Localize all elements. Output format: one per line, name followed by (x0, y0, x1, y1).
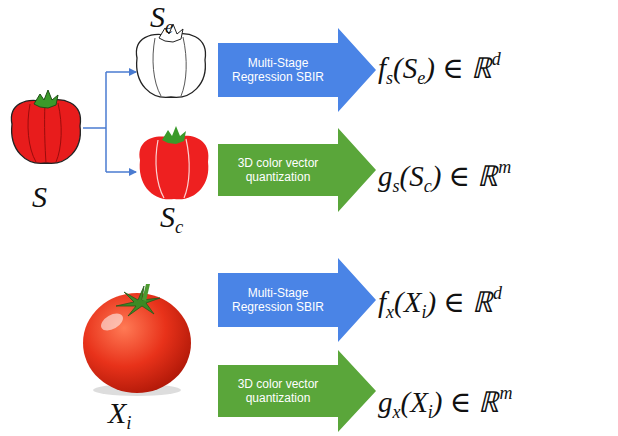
math-expression: S (32, 180, 47, 213)
math-symbol: S (150, 0, 165, 33)
math-symbol: ) ∈ ℝ (432, 160, 499, 192)
step-label: Multi-Stage Regression SBIR (218, 286, 338, 315)
math-symbol: (X (394, 286, 421, 318)
arrow-outline (218, 350, 376, 432)
math-subscript: s (386, 68, 393, 88)
tomato-photo (83, 284, 191, 396)
arrow-outline (218, 258, 376, 342)
math-symbol: X (108, 396, 126, 429)
arrow-outline (218, 28, 376, 112)
branch-arrows (83, 72, 136, 172)
math-symbol: S (160, 200, 175, 233)
math-expression: Se (150, 0, 173, 37)
math-subscript: s (393, 176, 400, 196)
math-symbol: ) ∈ ℝ (426, 286, 493, 318)
arrow-text-box: Multi-Stage Regression SBIR (218, 273, 338, 327)
arrow-step: Multi-Stage Regression SBIR (218, 28, 376, 112)
math-symbol: (X (400, 386, 427, 418)
math-symbol: f (378, 286, 386, 318)
arrow-text-box: 3D color vector quantization (218, 144, 338, 196)
math-symbol: (S (400, 160, 424, 192)
sketch-colour-only (139, 126, 208, 199)
math-expression: fx(Xi) ∈ ℝd (378, 284, 502, 323)
sketch-colour (11, 90, 80, 163)
math-symbol: f (378, 52, 386, 84)
step-label: Multi-Stage Regression SBIR (218, 56, 338, 85)
math-subscript: x (393, 402, 401, 422)
math-subscript: e (417, 68, 425, 88)
math-expression: Xi (108, 396, 132, 433)
math-subscript: i (126, 412, 131, 433)
arrow-step: Multi-Stage Regression SBIR (218, 258, 376, 342)
math-expression: gs(Sc) ∈ ℝm (378, 158, 511, 197)
math-expression: gx(Xi) ∈ ℝm (378, 384, 512, 423)
step-label: 3D color vector quantization (218, 156, 338, 185)
math-symbol: g (378, 386, 393, 418)
math-symbol: ) ∈ ℝ (425, 52, 492, 84)
step-label: 3D color vector quantization (218, 377, 338, 406)
arrow-text-box: Multi-Stage Regression SBIR (218, 43, 338, 97)
math-symbol: S (32, 180, 47, 213)
math-superscript: m (498, 157, 511, 177)
arrow-step: 3D color vector quantization (218, 350, 376, 432)
math-superscript: d (492, 49, 501, 69)
math-subscript: i (421, 302, 426, 322)
math-subscript: x (386, 302, 394, 322)
math-subscript: e (165, 16, 173, 37)
math-expression: Sc (160, 200, 183, 237)
math-subscript: c (175, 216, 183, 237)
math-superscript: m (499, 383, 512, 403)
math-subscript: c (424, 176, 432, 196)
arrow-step: 3D color vector quantization (218, 128, 376, 212)
arrow-outline (218, 128, 376, 212)
math-symbol: ) ∈ ℝ (433, 386, 500, 418)
arrow-text-box: 3D color vector quantization (218, 365, 338, 417)
math-symbol: (S (393, 52, 417, 84)
math-subscript: i (428, 402, 433, 422)
math-expression: fs(Se) ∈ ℝd (378, 50, 501, 89)
math-superscript: d (493, 283, 502, 303)
math-symbol: g (378, 160, 393, 192)
